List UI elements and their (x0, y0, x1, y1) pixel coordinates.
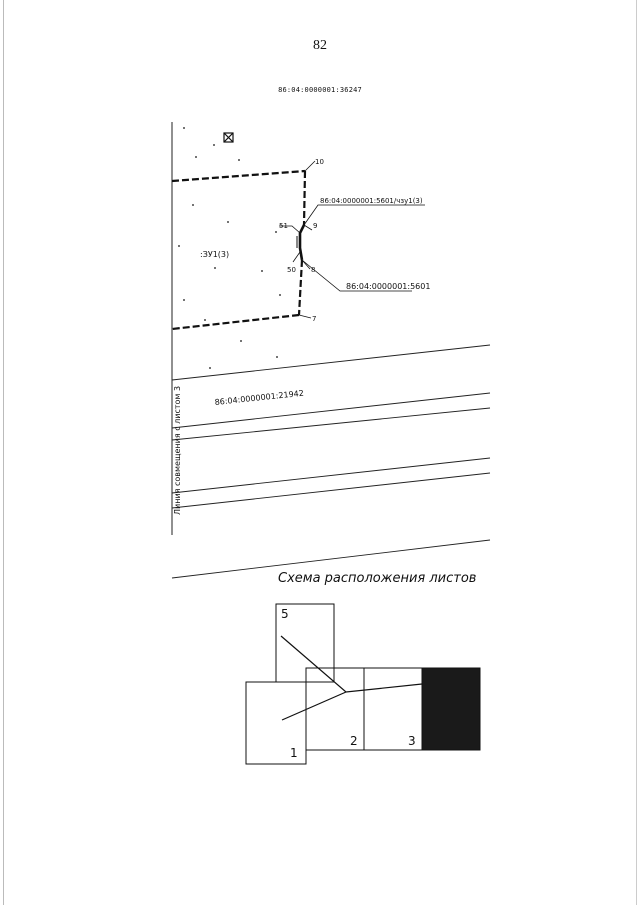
point-51-label: 51 (279, 222, 288, 230)
point-7-label: 7 (312, 315, 316, 323)
road-cadastral-label: 86:04:0000001:21942 (214, 389, 304, 407)
scan-edge-left (3, 0, 4, 905)
page-number: 82 (313, 38, 327, 53)
top-cadastral-number: 86:04:0000001:36247 (278, 86, 362, 94)
parcel-boundary (171, 169, 307, 331)
sheet-3-number: 3 (408, 734, 416, 748)
point-10-label: 10 (315, 158, 324, 166)
parcel-label: :ЗУ1(3) (200, 250, 229, 259)
point-8-label: 8 (311, 266, 315, 274)
sheet-1-number: 1 (290, 746, 298, 760)
part-cadastral-label: 86:04:0000001:5601/чзу1(3) (320, 197, 423, 205)
neighbor-cadastral-label: 86:04:0000001:5601 (346, 282, 430, 291)
alignment-line-label: Линия совмещения с листом 3 (173, 386, 182, 515)
sheet-4-filled (421, 667, 481, 751)
sheet-5-number: 5 (281, 607, 289, 621)
sheet-layout-scheme (245, 603, 481, 765)
sheet-2-number: 2 (350, 734, 358, 748)
scheme-title: Схема расположения листов (278, 571, 476, 586)
scan-edge-right (636, 0, 637, 905)
survey-dots (178, 127, 281, 369)
road-lines (171, 344, 491, 579)
point-9-label: 9 (313, 222, 317, 230)
leader-lines (279, 160, 425, 319)
landmark-symbol (223, 132, 234, 143)
point-50-label: 50 (287, 266, 296, 274)
